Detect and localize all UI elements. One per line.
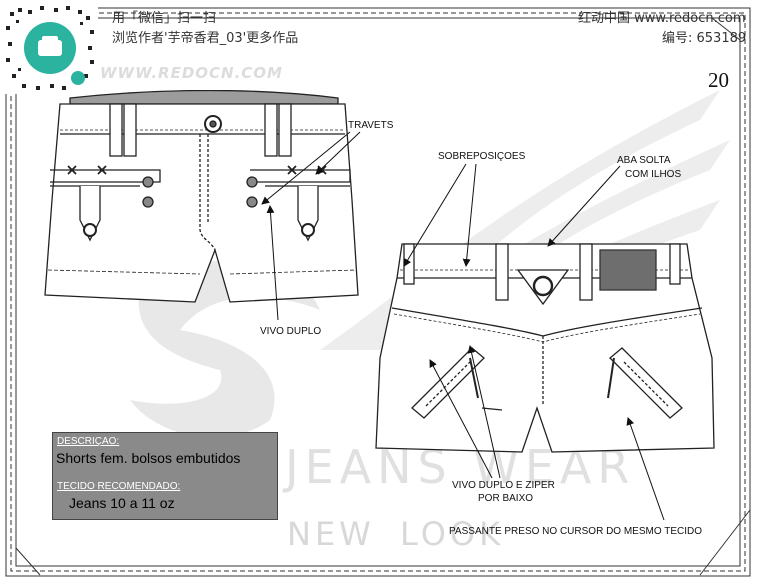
- label-vivo-duplo-ziper-2: POR BAIXO: [478, 493, 534, 504]
- description-panel: DESCRIÇAO: Shorts fem. bolsos embutidos …: [52, 432, 278, 520]
- label-vivo-duplo: VIVO DUPLO: [260, 326, 322, 337]
- label-passante: PASSANTE PRESO NO CURSOR DO MESMO TECIDO: [449, 526, 702, 537]
- qr-code[interactable]: [2, 2, 98, 94]
- label-aba-solta-2: COM ILHOS: [625, 169, 682, 180]
- label-travets: TRAVETS: [348, 120, 394, 131]
- watermark-new: NEW: [287, 515, 375, 553]
- front-view-shorts: [44, 90, 359, 303]
- label-sobreposicoes: SOBREPOSIÇOES: [438, 151, 526, 162]
- wechat-scan-text: 用「微信」扫一扫: [112, 11, 217, 26]
- site-name[interactable]: 红动中国 www.redocn.com: [578, 11, 746, 26]
- label-vivo-duplo-ziper-1: VIVO DUPLO E ZIPER: [452, 480, 555, 491]
- back-view-shorts: [375, 243, 715, 453]
- qr-code-graphic: [6, 6, 94, 90]
- url-watermark: WWW.REDOCN.COM: [100, 64, 283, 82]
- wechat-mini-icon: [71, 71, 85, 85]
- description-value: Shorts fem. bolsos embutidos: [56, 450, 241, 466]
- fabric-value: Jeans 10 a 11 oz: [69, 495, 175, 511]
- image-id: 编号: 653189: [662, 31, 747, 46]
- description-title: DESCRIÇAO:: [57, 436, 120, 447]
- label-aba-solta-1: ABA SOLTA: [617, 155, 671, 166]
- author-link[interactable]: 浏览作者'芋帝香君_03'更多作品: [112, 31, 299, 46]
- watermark-look: LOOK: [400, 515, 505, 553]
- logo-watermark: [130, 261, 320, 438]
- fabric-title: TECIDO RECOMENDADO:: [57, 481, 181, 492]
- page-number: 20: [708, 68, 729, 92]
